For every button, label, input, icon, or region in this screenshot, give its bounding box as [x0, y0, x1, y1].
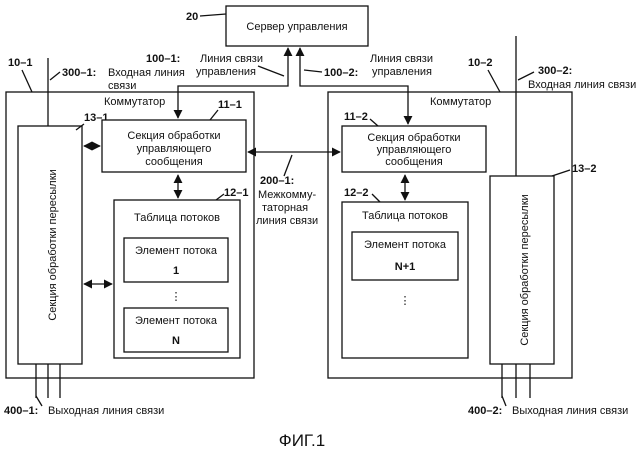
- flow-entry-n1-label: Элемент потока: [364, 239, 447, 251]
- control-link-2-line2: управления: [372, 66, 432, 78]
- control-server-ref: 20: [186, 11, 198, 23]
- output-line-2-leader: [502, 396, 506, 406]
- switch-2-label: Коммутатор: [430, 96, 491, 108]
- input-line-2-ref: 300–2:: [538, 65, 572, 77]
- control-section-1-line1: Секция обработки: [127, 130, 220, 142]
- inter-link-line3: линия связи: [256, 215, 318, 227]
- switch-2-ref-leader: [488, 70, 500, 92]
- output-line-1-ref: 400–1:: [4, 405, 38, 417]
- figure-caption: ФИГ.1: [279, 431, 325, 450]
- input-line-1-leader: [50, 72, 60, 80]
- flow-entry-1-label: Элемент потока: [135, 245, 218, 257]
- inter-link-line1: Межкомму-: [258, 189, 316, 201]
- forward-section-2-label: Секция обработки пересылки: [519, 194, 531, 345]
- control-section-1-line2: управляющего: [137, 143, 212, 155]
- control-section-2-line2: управляющего: [377, 144, 452, 156]
- switch-1-ref-leader: [22, 70, 32, 92]
- input-line-2-label: Входная линия связи: [528, 79, 636, 91]
- control-server-label: Сервер управления: [246, 21, 347, 33]
- flow-table-2-label: Таблица потоков: [362, 210, 448, 222]
- control-link-2-ref: 100–2:: [324, 67, 358, 79]
- flow-entry-1-value: 1: [173, 265, 179, 277]
- control-section-2-line1: Секция обработки: [367, 132, 460, 144]
- input-line-1-label: Входная линия: [108, 67, 185, 79]
- control-section-1-line3: сообщения: [145, 156, 202, 168]
- output-line-2-ref: 400–2:: [468, 405, 502, 417]
- switch-1-label: Коммутатор: [104, 96, 165, 108]
- input-line-1-label-2: связи: [108, 80, 136, 92]
- flow-table-1-label: Таблица потоков: [134, 212, 220, 224]
- control-link-1-line1: Линия связи: [200, 53, 263, 65]
- output-line-1-label: Выходная линия связи: [48, 405, 164, 417]
- control-link-1-ref: 100–1:: [146, 53, 180, 65]
- inter-link-ref: 200–1:: [260, 175, 294, 187]
- flow-table-1-ellipsis: ⋮: [171, 291, 182, 303]
- switch-2-ref: 10–2: [468, 57, 492, 69]
- control-link-2-line1: Линия связи: [370, 53, 433, 65]
- flow-entry-n-value: N: [172, 335, 180, 347]
- control-link-1-leader: [258, 66, 284, 76]
- control-link-2-leader: [304, 70, 322, 72]
- inter-link-line2: таторная: [262, 202, 308, 214]
- control-section-2-ref: 11–2: [344, 111, 368, 123]
- flow-entry-n1-value: N+1: [395, 261, 416, 273]
- control-link-1-line2: управления: [196, 66, 256, 78]
- flow-table-2-ref: 12–2: [344, 187, 368, 199]
- input-line-1-ref: 300–1:: [62, 67, 96, 79]
- forward-section-2-ref: 13–2: [572, 163, 596, 175]
- control-section-2-line3: сообщения: [385, 156, 442, 168]
- control-section-1-ref: 11–1: [218, 99, 242, 111]
- flow-table-2-ellipsis: ⋮: [400, 295, 411, 307]
- forward-section-1-label: Секция обработки пересылки: [47, 169, 59, 320]
- switch-1-ref: 10–1: [8, 57, 32, 69]
- inter-link-leader: [284, 155, 292, 176]
- flow-entry-n-label: Элемент потока: [135, 315, 218, 327]
- flow-table-1-ref: 12–1: [224, 187, 248, 199]
- output-line-2-label: Выходная линия связи: [512, 405, 628, 417]
- control-server-leader: [200, 14, 226, 16]
